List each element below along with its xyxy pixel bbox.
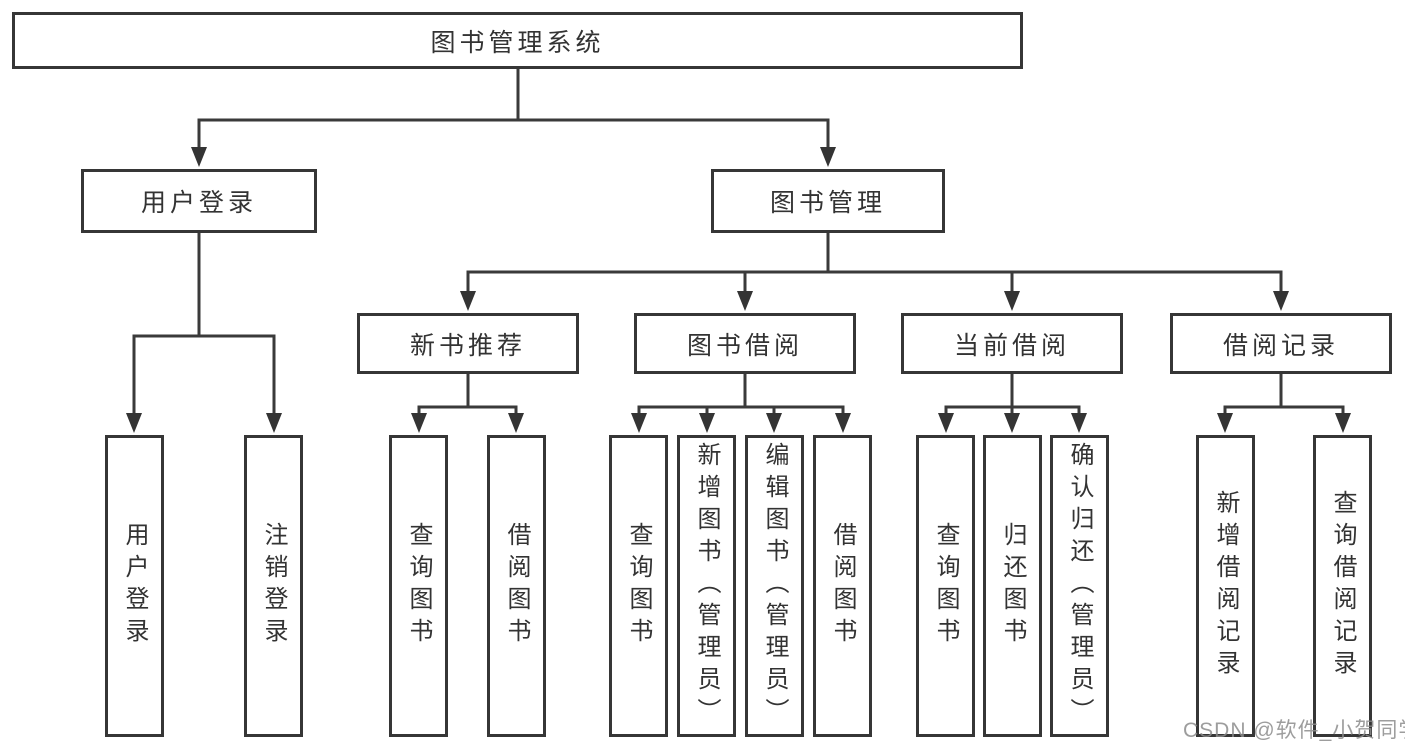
node-current-borrow: 当前借阅 [901, 313, 1123, 374]
node-label: 查询图书 [932, 522, 959, 650]
leaf-borrow-book-recommend: 借阅图书 [487, 435, 546, 737]
node-label: 图书管理 [769, 189, 886, 217]
leaf-borrow-book-borrow: 借阅图书 [813, 435, 872, 737]
leaf-add-borrow-record: 新增借阅记录 [1196, 435, 1255, 737]
node-label: 确认归还（管理员） [1066, 442, 1093, 730]
node-label: 新增借阅记录 [1212, 490, 1239, 682]
leaf-add-book-admin: 新增图书（管理员） [677, 435, 736, 737]
node-label: 注销登录 [260, 522, 287, 650]
leaf-edit-book-admin: 编辑图书（管理员） [745, 435, 804, 737]
leaf-query-borrow-record: 查询借阅记录 [1313, 435, 1372, 737]
node-label: 新书推荐 [409, 331, 526, 360]
leaf-user-login: 用户登录 [105, 435, 164, 737]
node-label: 借阅图书 [503, 522, 530, 650]
node-book-borrow: 图书借阅 [634, 313, 856, 374]
node-label: 用户登录 [121, 522, 148, 650]
node-borrow-records: 借阅记录 [1170, 313, 1392, 374]
node-label: 借阅记录 [1222, 331, 1339, 360]
node-label: 查询图书 [405, 522, 432, 650]
node-user-login: 用户登录 [81, 169, 317, 233]
node-label: 用户登录 [140, 189, 257, 217]
leaf-query-book-recommend: 查询图书 [389, 435, 448, 737]
node-label: 图书管理系统 [430, 28, 605, 57]
node-label: 查询图书 [625, 522, 652, 650]
node-label: 新增图书（管理员） [693, 442, 720, 730]
node-label: 当前借阅 [953, 331, 1070, 360]
leaf-query-book-current: 查询图书 [916, 435, 975, 737]
node-label: 借阅图书 [829, 522, 856, 650]
node-label: 归还图书 [999, 522, 1026, 650]
leaf-return-book: 归还图书 [983, 435, 1042, 737]
watermark-text: CSDN @软件_小贺同学 [1183, 719, 1405, 742]
node-book-management: 图书管理 [711, 169, 945, 233]
leaf-confirm-return-admin: 确认归还（管理员） [1050, 435, 1109, 737]
node-root: 图书管理系统 [12, 12, 1023, 69]
node-label: 图书借阅 [686, 331, 803, 360]
leaf-logout-login: 注销登录 [244, 435, 303, 737]
node-new-book-recommend: 新书推荐 [357, 313, 579, 374]
node-label: 编辑图书（管理员） [761, 442, 788, 730]
leaf-query-book-borrow: 查询图书 [609, 435, 668, 737]
node-label: 查询借阅记录 [1329, 490, 1356, 682]
